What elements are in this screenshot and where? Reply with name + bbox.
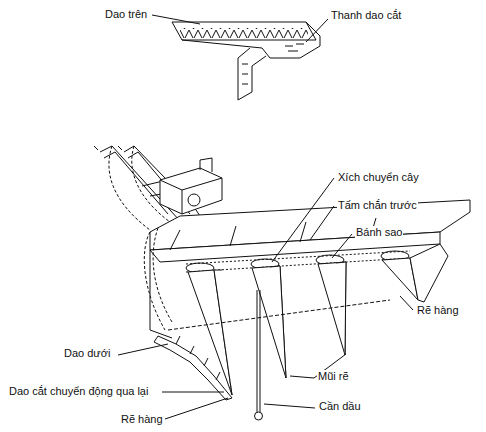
part-label: Mũi rẽ: [317, 370, 350, 383]
dipstick: [255, 290, 263, 420]
part-label: Xích chuyển cây: [337, 171, 420, 184]
part-label: Dao dưới: [63, 347, 111, 360]
header-frame: [144, 200, 470, 338]
part-label: Bánh sao: [355, 226, 403, 239]
lower-knife: [154, 300, 390, 400]
part-label: Tấm chắn trước: [337, 199, 418, 212]
cutter-bar: [172, 22, 320, 100]
part-label: Rẽ hàng: [416, 304, 460, 317]
part-label: Rẽ hàng: [120, 413, 164, 426]
leader-line: [118, 15, 413, 419]
engine: [160, 158, 222, 214]
part-label: Thanh dao cắt: [330, 9, 402, 22]
part-label: Cần dầu: [318, 400, 362, 413]
part-label: Dao trên: [104, 8, 148, 21]
crop-divider: [188, 244, 448, 395]
part-label: Dao cắt chuyển động qua lại: [8, 385, 149, 398]
